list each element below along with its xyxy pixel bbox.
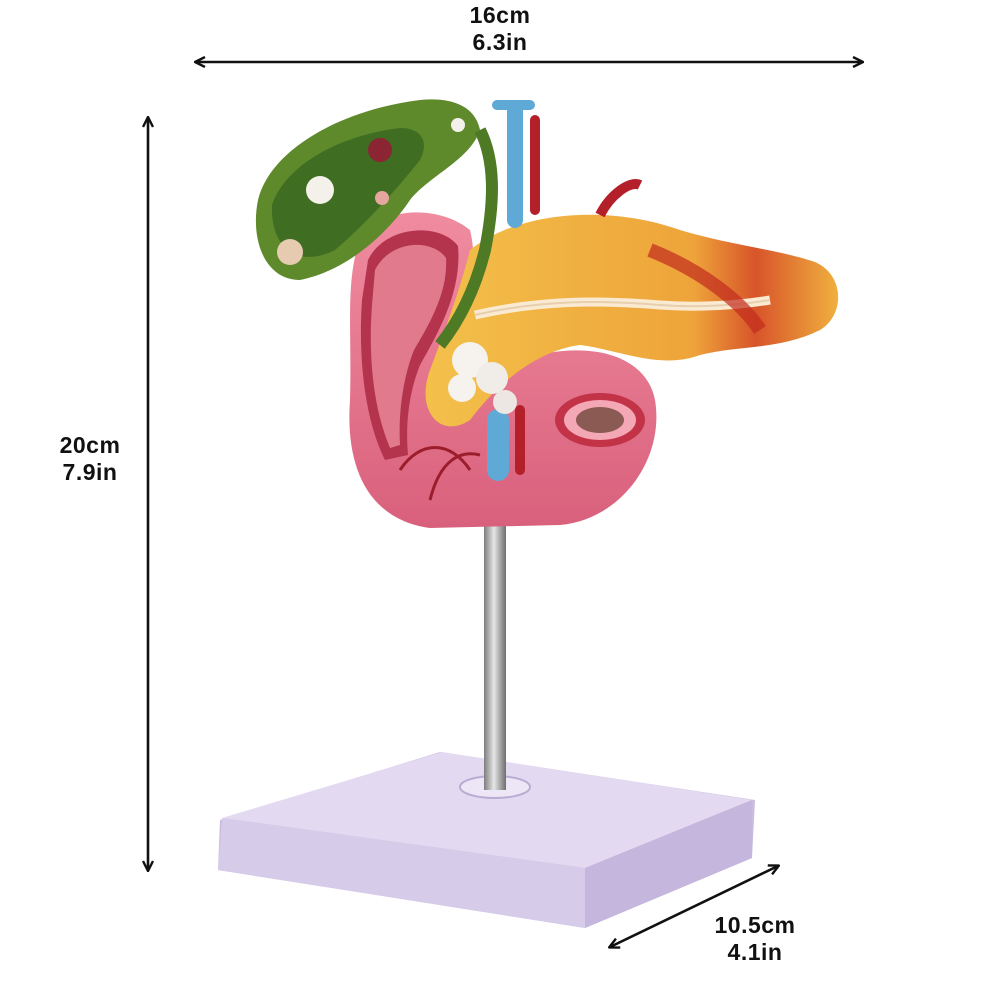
pancreas — [425, 179, 839, 427]
height-cm: 20cm — [59, 432, 121, 458]
width-cm: 16cm — [469, 2, 531, 28]
stand-rod — [484, 518, 506, 790]
depth-in: 4.1in — [727, 939, 783, 965]
gallstone — [451, 118, 465, 132]
blood-vessels — [487, 100, 540, 481]
gallstone — [368, 138, 392, 162]
gallstone — [306, 176, 334, 204]
gallstone — [277, 239, 303, 265]
height-in: 7.9in — [62, 459, 118, 485]
gallstone — [375, 191, 389, 205]
height-dimension-label: 20cm 7.9in — [30, 432, 150, 486]
depth-cm: 10.5cm — [714, 912, 796, 938]
depth-dimension-label: 10.5cm 4.1in — [690, 912, 820, 966]
stand-base — [218, 752, 755, 928]
gallbladder — [255, 99, 498, 349]
depth-arrow — [610, 866, 778, 947]
cyst-cluster — [448, 342, 517, 414]
width-in: 6.3in — [472, 29, 528, 55]
width-dimension-label: 16cm 6.3in — [430, 2, 570, 56]
